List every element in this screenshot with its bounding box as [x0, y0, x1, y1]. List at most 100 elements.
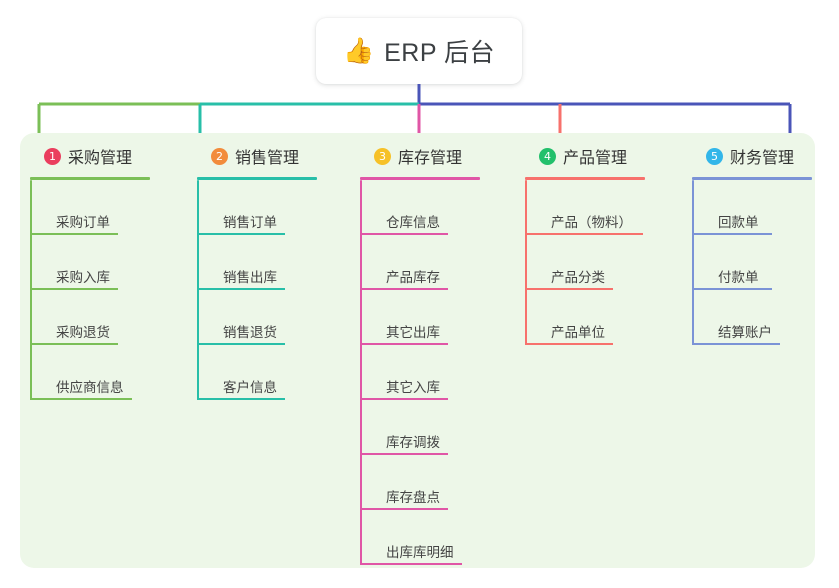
- branch-header-rule: [692, 177, 812, 180]
- leaf-label: 客户信息: [223, 379, 277, 395]
- branch-spine-line: [360, 180, 362, 565]
- branch-title: 销售管理: [235, 150, 300, 167]
- leaf-node[interactable]: 其它入库: [360, 345, 510, 400]
- branch-number-badge: 5: [706, 147, 723, 165]
- branch-header-rule: [525, 177, 645, 180]
- branch-header-采购管理[interactable]: 1 采购管理: [30, 143, 180, 169]
- leaf-node[interactable]: 采购入库: [30, 235, 180, 290]
- leaf-label: 其它出库: [386, 324, 440, 340]
- branch-column-销售管理: 2 销售管理销售订单销售出库销售退货客户信息: [197, 143, 347, 400]
- leaf-node[interactable]: 销售出库: [197, 235, 347, 290]
- leaf-underline: [525, 288, 613, 290]
- leaf-node[interactable]: 库存盘点: [360, 455, 510, 510]
- branch-title: 采购管理: [68, 150, 133, 167]
- leaf-label: 产品库存: [386, 269, 440, 285]
- branch-leaf-list: 回款单付款单结算账户: [692, 180, 839, 345]
- leaf-node[interactable]: 供应商信息: [30, 345, 180, 400]
- branch-header-rule: [30, 177, 150, 180]
- leaf-label: 其它入库: [386, 379, 440, 395]
- branch-column-库存管理: 3 库存管理仓库信息产品库存其它出库其它入库库存调拨库存盘点出库库明细: [360, 143, 510, 565]
- leaf-node[interactable]: 结算账户: [692, 290, 839, 345]
- leaf-node[interactable]: 销售订单: [197, 180, 347, 235]
- leaf-label: 出库库明细: [386, 544, 454, 560]
- branch-title: 产品管理: [563, 150, 628, 167]
- leaf-node[interactable]: 付款单: [692, 235, 839, 290]
- leaf-underline: [197, 233, 285, 235]
- leaf-label: 供应商信息: [56, 379, 124, 395]
- leaf-underline: [360, 563, 462, 565]
- leaf-underline: [360, 233, 448, 235]
- branch-spine-line: [525, 180, 527, 345]
- leaf-underline: [525, 233, 643, 235]
- branch-title: 库存管理: [398, 150, 463, 167]
- branch-header-rule: [197, 177, 317, 180]
- branch-column-产品管理: 4 产品管理产品（物料） 产品分类产品单位: [525, 143, 675, 345]
- leaf-node[interactable]: 采购订单: [30, 180, 180, 235]
- leaf-underline: [692, 233, 772, 235]
- leaf-underline: [525, 343, 613, 345]
- leaf-node[interactable]: 产品库存: [360, 235, 510, 290]
- leaf-label: 仓库信息: [386, 214, 440, 230]
- branch-spine-line: [692, 180, 694, 345]
- leaf-label: 产品（物料）: [551, 214, 632, 230]
- leaf-underline: [360, 288, 448, 290]
- leaf-node[interactable]: 库存调拨: [360, 400, 510, 455]
- leaf-label: 采购入库: [56, 269, 110, 285]
- branch-header-销售管理[interactable]: 2 销售管理: [197, 143, 347, 169]
- branch-column-财务管理: 5 财务管理回款单付款单结算账户: [692, 143, 839, 345]
- leaf-node[interactable]: 回款单: [692, 180, 839, 235]
- branch-number-badge: 1: [44, 147, 61, 165]
- branch-leaf-list: 销售订单销售出库销售退货客户信息: [197, 180, 347, 400]
- leaf-underline: [30, 398, 132, 400]
- leaf-underline: [692, 288, 772, 290]
- leaf-node[interactable]: 客户信息: [197, 345, 347, 400]
- branch-spine-line: [30, 180, 32, 400]
- leaf-label: 付款单: [718, 269, 759, 285]
- root-node-card[interactable]: 👍 ERP 后台: [316, 18, 522, 84]
- thumbs-up-icon: 👍: [342, 36, 375, 65]
- leaf-label: 产品单位: [551, 324, 605, 340]
- leaf-label: 库存盘点: [386, 489, 440, 505]
- leaf-label: 销售订单: [223, 214, 277, 230]
- leaf-label: 产品分类: [551, 269, 605, 285]
- branch-header-库存管理[interactable]: 3 库存管理: [360, 143, 510, 169]
- root-node-title: ERP 后台: [384, 39, 496, 67]
- leaf-label: 采购订单: [56, 214, 110, 230]
- leaf-underline: [360, 508, 448, 510]
- branch-number-badge: 2: [211, 147, 228, 165]
- branch-leaf-list: 仓库信息产品库存其它出库其它入库库存调拨库存盘点出库库明细: [360, 180, 510, 565]
- leaf-node[interactable]: 采购退货: [30, 290, 180, 345]
- leaf-node[interactable]: 其它出库: [360, 290, 510, 345]
- leaf-underline: [360, 398, 448, 400]
- leaf-underline: [197, 288, 285, 290]
- leaf-label: 结算账户: [718, 324, 772, 340]
- leaf-underline: [360, 453, 448, 455]
- branch-spine-line: [197, 180, 199, 400]
- branch-header-rule: [360, 177, 480, 180]
- leaf-underline: [30, 233, 118, 235]
- leaf-node[interactable]: 产品单位: [525, 290, 675, 345]
- branch-column-采购管理: 1 采购管理采购订单采购入库采购退货供应商信息: [30, 143, 180, 400]
- leaf-node[interactable]: 出库库明细: [360, 510, 510, 565]
- branch-number-badge: 3: [374, 147, 391, 165]
- leaf-label: 销售退货: [223, 324, 277, 340]
- leaf-underline: [692, 343, 780, 345]
- leaf-underline: [197, 398, 285, 400]
- branch-title: 财务管理: [730, 150, 795, 167]
- leaf-label: 采购退货: [56, 324, 110, 340]
- leaf-node[interactable]: 仓库信息: [360, 180, 510, 235]
- leaf-node[interactable]: 销售退货: [197, 290, 347, 345]
- leaf-node[interactable]: 产品分类: [525, 235, 675, 290]
- leaf-underline: [197, 343, 285, 345]
- leaf-label: 库存调拨: [386, 434, 440, 450]
- branch-header-产品管理[interactable]: 4 产品管理: [525, 143, 675, 169]
- leaf-node[interactable]: 产品（物料）: [525, 180, 675, 235]
- branch-number-badge: 4: [539, 147, 556, 165]
- branch-header-财务管理[interactable]: 5 财务管理: [692, 143, 839, 169]
- branch-leaf-list: 采购订单采购入库采购退货供应商信息: [30, 180, 180, 400]
- branch-leaf-list: 产品（物料） 产品分类产品单位: [525, 180, 675, 345]
- leaf-underline: [30, 343, 118, 345]
- leaf-label: 回款单: [718, 214, 759, 230]
- leaf-underline: [360, 343, 448, 345]
